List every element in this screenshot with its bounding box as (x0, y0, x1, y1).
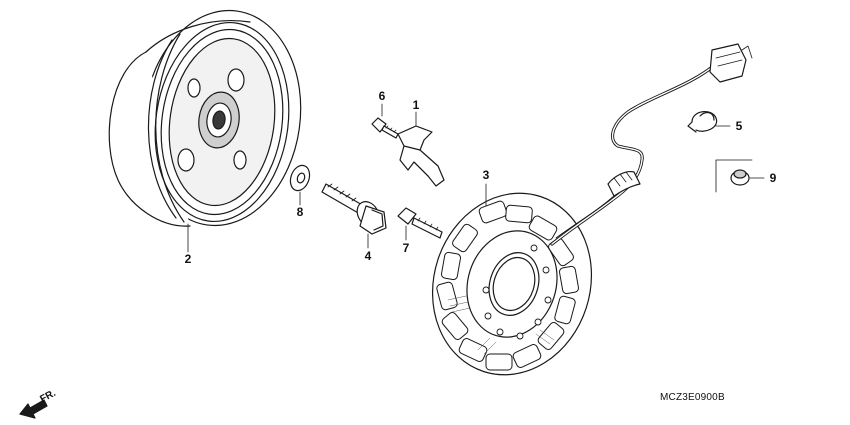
callout-stator: 3 (482, 168, 490, 182)
flywheel-drawing (108, 9, 302, 253)
screw-6-drawing (371, 103, 399, 139)
callout-flywheel: 2 (184, 252, 192, 266)
grommet-nut-drawing (715, 159, 765, 193)
callout-flange-bolt: 4 (364, 249, 372, 263)
drawing-code: MCZ3E0900B (660, 392, 725, 403)
front-direction-arrow (19, 399, 48, 419)
washer-drawing (289, 164, 311, 206)
callout-washer: 8 (296, 205, 304, 219)
callout-clamp-bracket: 1 (412, 98, 420, 112)
stator-drawing (431, 183, 593, 376)
callout-bolt-7: 7 (402, 241, 410, 255)
band-clamp-drawing (687, 111, 731, 133)
callout-band-clamp: 5 (735, 119, 743, 133)
clamp-bracket-drawing (397, 111, 445, 187)
wire-harness-drawing (550, 43, 753, 246)
flange-bolt-drawing (321, 183, 387, 249)
bolt-7-drawing (397, 207, 443, 241)
callout-grommet-nut: 9 (769, 171, 777, 185)
callout-screw-6: 6 (378, 89, 386, 103)
